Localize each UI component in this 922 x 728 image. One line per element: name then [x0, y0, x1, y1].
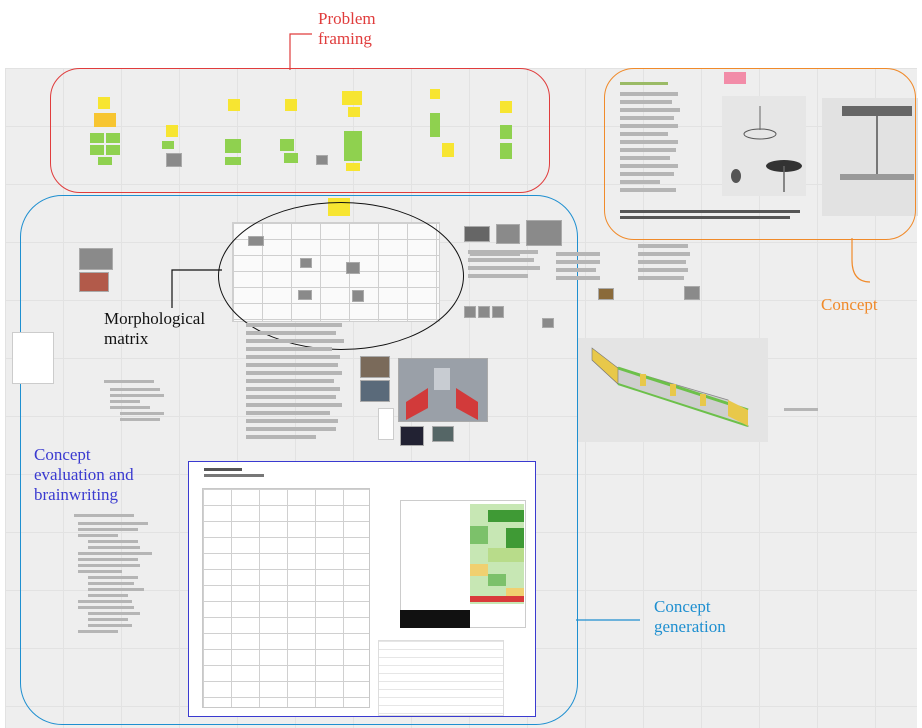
problem-framing-outline [50, 68, 550, 193]
concept-content [612, 72, 918, 222]
interior-photo [360, 356, 390, 378]
inspiration-photo [79, 272, 109, 292]
problem-framing-notes [80, 85, 540, 185]
weights-table [378, 640, 504, 716]
concept-generation-outline [20, 195, 578, 725]
concept-evaluation-label: Concept evaluation and brainwriting [34, 445, 134, 504]
concept-render-2 [822, 98, 918, 216]
todo-list [104, 380, 174, 430]
concept-evaluation-matrix [202, 488, 370, 708]
concept-renders-drawing [731, 106, 914, 192]
concept-outline [604, 68, 916, 240]
heatmap-cells [470, 504, 524, 604]
interior-photo-drawing [406, 368, 478, 420]
brainwriting-text [246, 323, 346, 453]
brainwriting-notes [74, 514, 164, 644]
interior-photo [360, 380, 390, 402]
inspiration-photo [79, 248, 113, 270]
problem-framing-label: Problem framing [318, 9, 376, 48]
concept-label: Concept [821, 295, 878, 314]
side-notes [12, 332, 54, 384]
train-model-drawing [591, 347, 750, 427]
concept-generation-label: Concept generation [654, 597, 726, 636]
morphological-matrix-label: Morphological matrix [104, 309, 206, 348]
morphological-matrix-ellipse [218, 202, 464, 350]
